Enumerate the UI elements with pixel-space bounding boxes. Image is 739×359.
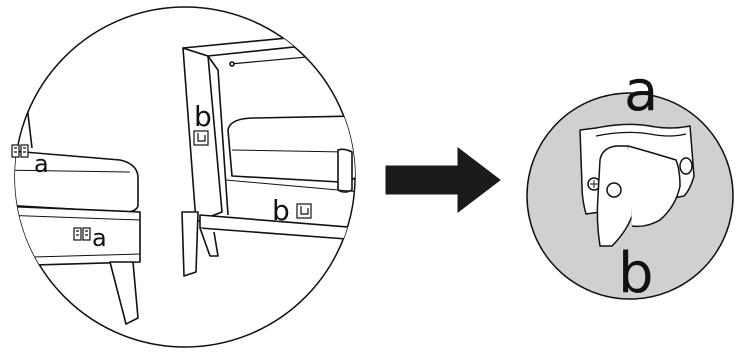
label-a-detail: a [624, 59, 658, 124]
left-sofa-section [15, 79, 141, 325]
seat-cushion [15, 149, 139, 213]
sofa-leg-left [109, 261, 139, 325]
label-b-upper: b [194, 100, 212, 133]
bracket-b-icon [193, 130, 209, 146]
right-detail-view: a b [526, 59, 734, 306]
base-frame [15, 205, 141, 267]
sofa-leg-right [181, 211, 199, 277]
label-a-upper: a [34, 150, 49, 178]
bracket-b-hook [596, 145, 681, 247]
bracket-a-icon [73, 227, 91, 241]
right-sofa-section [181, 31, 355, 277]
bracket-b-icon [296, 203, 312, 219]
label-b-detail: b [618, 241, 654, 306]
right-arrow-icon [385, 146, 501, 214]
label-a-lower: a [92, 224, 107, 252]
label-b-lower: b [272, 194, 290, 227]
bracket-a-icon [11, 144, 29, 158]
left-detail-view: a a b b [11, 6, 356, 348]
